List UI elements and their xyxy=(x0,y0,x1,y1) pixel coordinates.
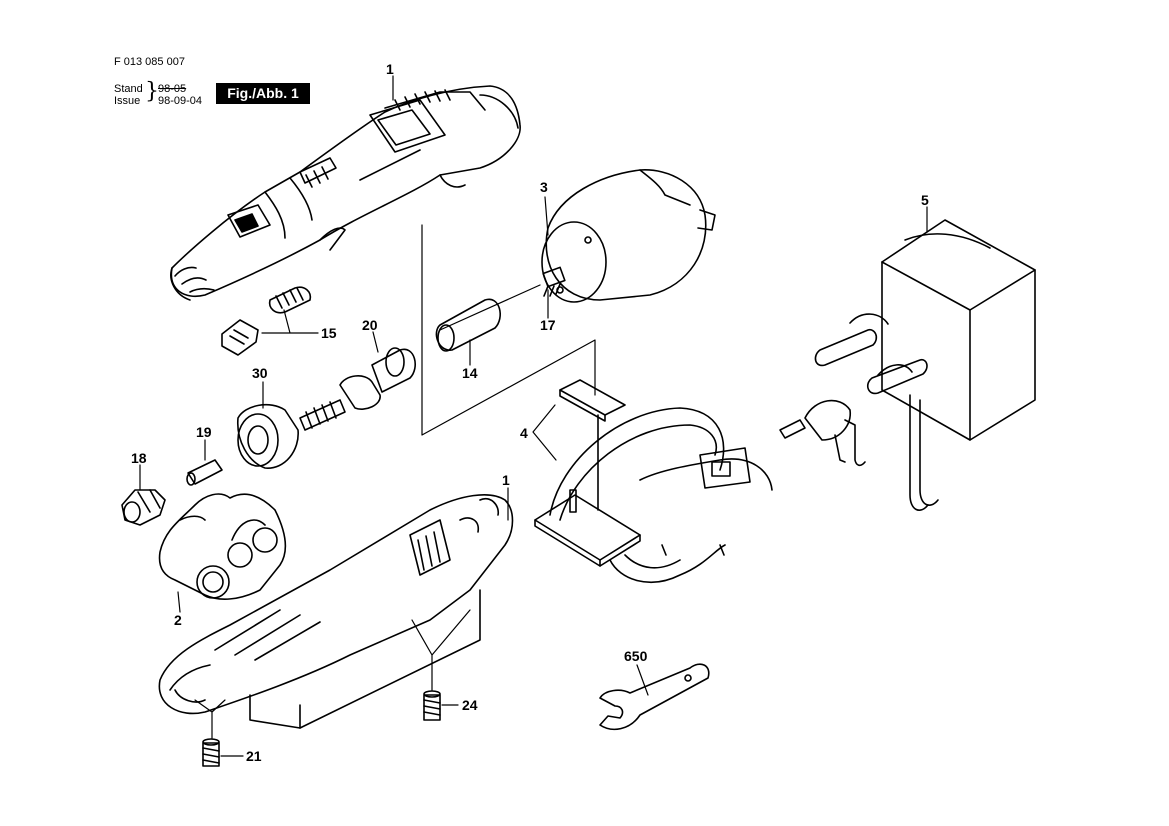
tool-housing-top xyxy=(170,85,521,301)
gear-assembly-2 xyxy=(158,493,287,600)
callout-19: 19 xyxy=(196,424,212,440)
callout-5: 5 xyxy=(921,192,929,208)
collet-nut-30 xyxy=(237,403,299,469)
dc-plug-connector xyxy=(779,399,866,467)
callout-30: 30 xyxy=(252,365,268,381)
drive-shaft-20 xyxy=(299,347,416,431)
screw-24 xyxy=(423,690,441,721)
screw-21 xyxy=(202,738,220,767)
callout-2: 2 xyxy=(174,612,182,628)
wrench-650 xyxy=(599,663,710,731)
callout-15: 15 xyxy=(321,325,337,341)
callout-3: 3 xyxy=(540,179,548,195)
callout-18: 18 xyxy=(131,450,147,466)
leader-lines xyxy=(139,75,928,757)
switch-circuit-board-4 xyxy=(534,379,773,583)
brace-symbol: } xyxy=(145,79,159,104)
power-adapter-5 xyxy=(814,219,1036,511)
callout-20: 20 xyxy=(362,317,378,333)
issue-label: Issue xyxy=(114,95,141,107)
callout-650: 650 xyxy=(624,648,648,664)
callout-21: 21 xyxy=(246,748,262,764)
motor-3 xyxy=(541,169,716,303)
callout-4: 4 xyxy=(520,425,528,441)
stand-date: 98-05 xyxy=(158,83,187,95)
callout-14: 14 xyxy=(462,365,478,381)
callout-17: 17 xyxy=(540,317,556,333)
nut-18 xyxy=(121,489,166,526)
stand-label: Stand xyxy=(114,83,143,95)
callout-1-bottom: 1 xyxy=(502,472,510,488)
figure-label: Fig./Abb. 1 xyxy=(216,83,310,104)
callout-labels: 1 3 5 15 20 17 14 30 19 4 18 1 2 650 24 … xyxy=(131,61,929,764)
document-number: F 013 085 007 xyxy=(114,56,185,68)
callout-24: 24 xyxy=(462,697,478,713)
carbon-brush-15 xyxy=(221,286,312,356)
collet-19 xyxy=(186,459,223,486)
issue-date: 98-09-04 xyxy=(158,95,203,107)
tool-housing-bottom xyxy=(158,494,514,729)
bearing-sleeve-14 xyxy=(435,298,501,352)
callout-1-top: 1 xyxy=(386,61,394,77)
